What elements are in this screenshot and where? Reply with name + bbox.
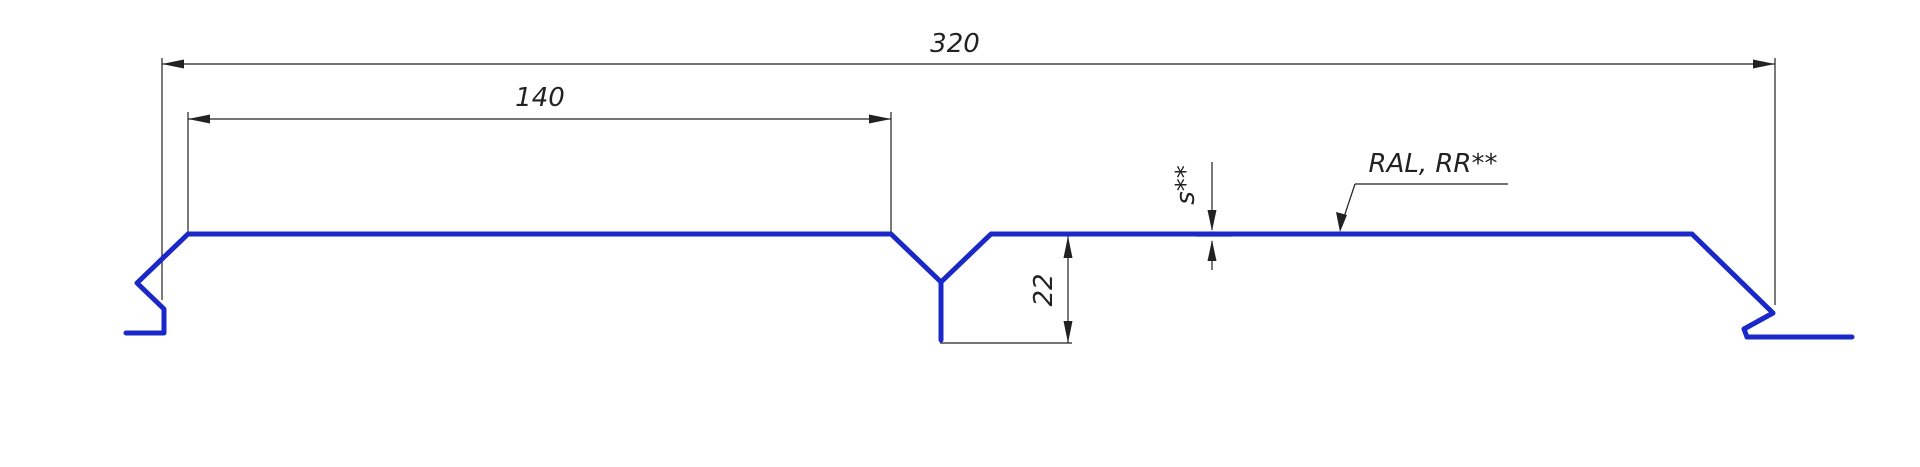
dimension-label-thickness: s** <box>1171 165 1201 205</box>
dimension-label-height: 22 <box>1029 273 1059 306</box>
profile-right-panel <box>938 231 1855 340</box>
dimension-label-total-width: 320 <box>930 29 980 59</box>
sheet-profile <box>123 231 1855 343</box>
arrowhead-right-total <box>1753 59 1775 69</box>
arrowhead-top-height <box>1063 236 1073 258</box>
dimension-flat-width: 140 <box>188 83 891 124</box>
coating-label: RAL, RR** <box>1369 149 1498 179</box>
dimension-thickness: s** <box>1171 162 1232 270</box>
dimension-height: 22 <box>1029 236 1073 343</box>
dimension-total-width: 320 <box>162 29 1775 69</box>
extension-lines <box>161 58 1776 344</box>
coating-leader: RAL, RR** <box>1336 149 1508 232</box>
arrowhead-left-flat <box>188 114 210 124</box>
arrowhead-right-flat <box>869 114 891 124</box>
dimension-label-flat-width: 140 <box>515 83 565 113</box>
arrowhead-left-total <box>162 59 184 69</box>
arrowhead-thickness-top <box>1207 210 1217 231</box>
arrowhead-bottom-height <box>1063 321 1073 343</box>
leader-arrowhead <box>1336 212 1347 232</box>
profile-left-panel <box>123 231 944 336</box>
arrowhead-thickness-bottom <box>1207 240 1217 261</box>
